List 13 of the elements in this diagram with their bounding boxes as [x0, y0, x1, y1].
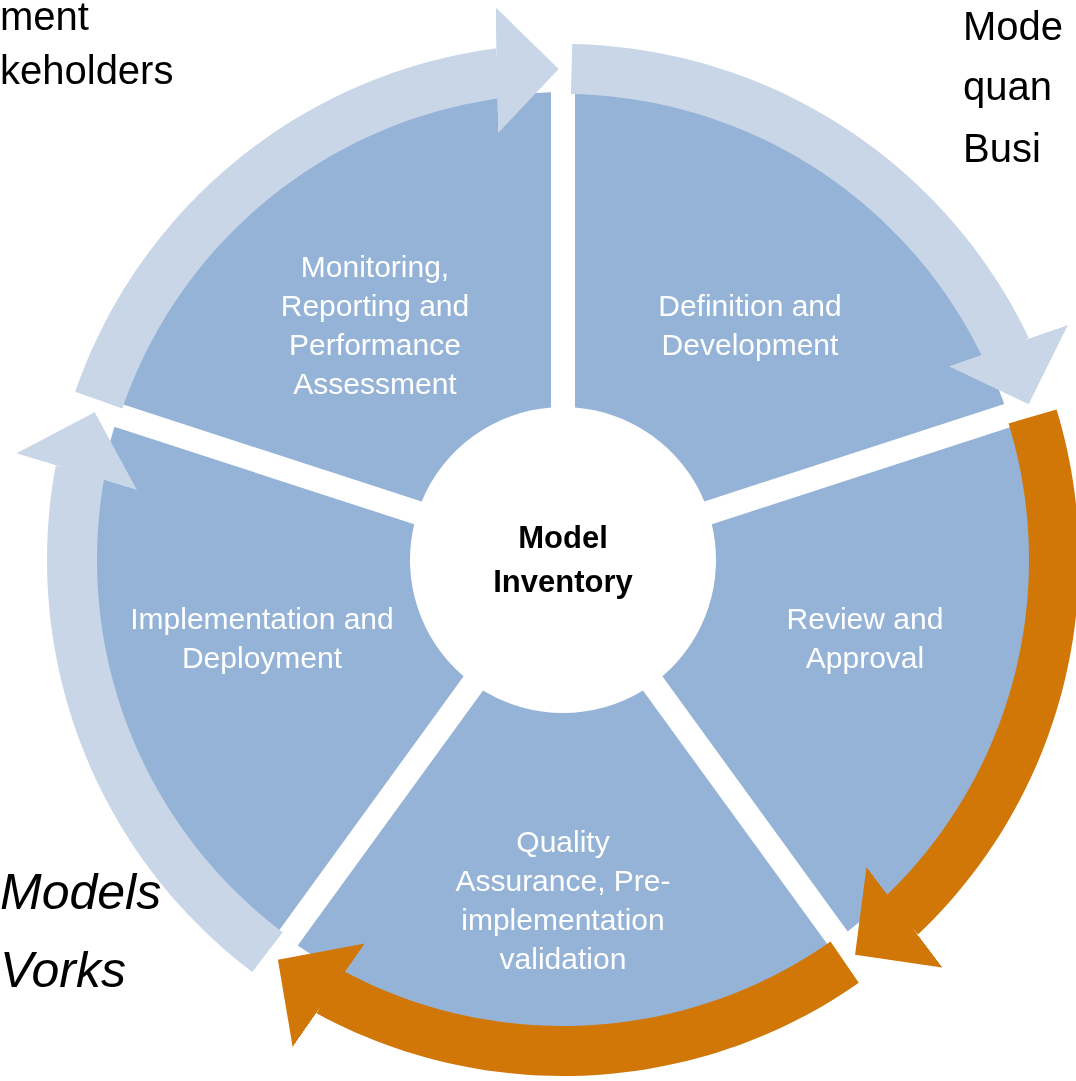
- cut-off-text: Mode: [963, 3, 1064, 50]
- stage-label: Monitoring, Reporting and Performance Assessment: [279, 249, 471, 402]
- cut-off-text: keholders: [0, 47, 174, 94]
- stage-label: Definition and Development: [657, 288, 843, 363]
- stage-label: Quality Assurance, Pre-implementation validation: [454, 824, 672, 977]
- stage-label: Review and Approval: [785, 601, 945, 676]
- stage-label: Implementation and Deployment: [129, 601, 395, 676]
- center-label: Model Inventory: [492, 519, 634, 601]
- cut-off-text: Busi: [963, 125, 1041, 172]
- cut-off-text: ment: [0, 0, 89, 40]
- cut-off-text: Models: [0, 868, 162, 916]
- cut-off-text: Vorks: [0, 946, 126, 994]
- cut-off-text: quan: [963, 63, 1052, 110]
